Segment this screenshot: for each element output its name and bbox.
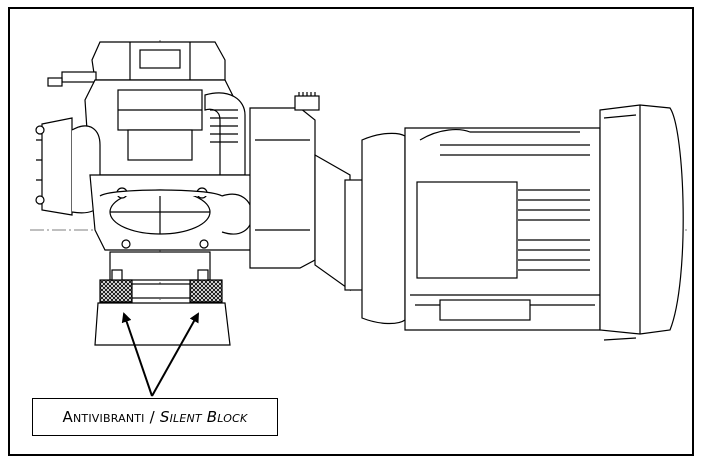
- pump-head: [35, 41, 364, 292]
- pointer-arrows: [121, 312, 199, 397]
- label-separator: /: [144, 408, 160, 426]
- label-english: Silent Block: [159, 408, 248, 426]
- pump-base: [94, 251, 231, 346]
- component-label: Antivibranti / Silent Block: [32, 398, 278, 436]
- electric-motor: [361, 104, 684, 341]
- label-italian: Antivibranti: [62, 408, 145, 426]
